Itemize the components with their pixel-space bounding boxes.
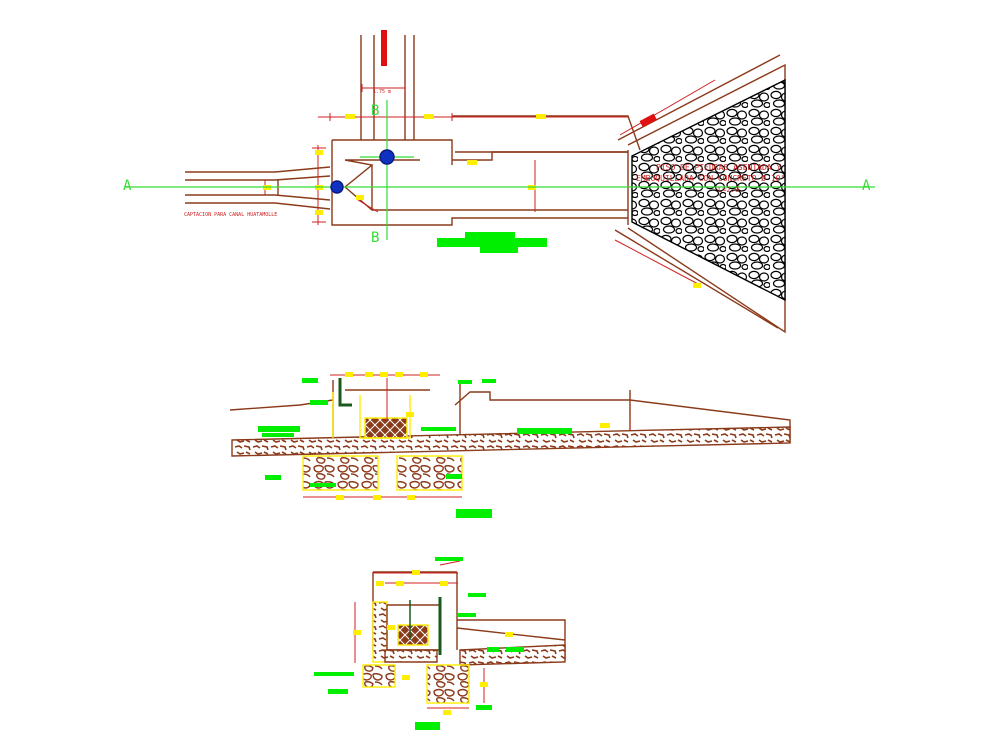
plan-title-block <box>437 232 547 253</box>
section-marker-b-top: B <box>371 103 379 119</box>
section-b-b <box>314 557 566 730</box>
section-marker-b-bottom: B <box>371 230 379 246</box>
apron-note-line1: PISO DE PIEDRAS ASENTADA Y <box>656 163 781 172</box>
grate <box>364 417 408 439</box>
foundation-left <box>362 664 396 688</box>
apron-note-line3: L=2.0 <box>718 186 739 194</box>
inlet-gate-red-bar <box>381 30 387 66</box>
rock-apron-fill <box>631 78 786 302</box>
section-marker-a-right: A <box>862 178 871 194</box>
plan-view <box>125 30 875 334</box>
valve-icon <box>330 180 344 194</box>
valve-icon <box>379 149 395 165</box>
section-a-a <box>229 372 791 518</box>
channel-width-dimension: 1.75 m <box>373 89 391 95</box>
intake-box-outline <box>331 139 628 226</box>
foundation-right <box>396 455 463 491</box>
grate <box>397 624 429 646</box>
foundation-right <box>426 664 470 704</box>
rock-bed <box>231 426 791 457</box>
apron-note-line2: EMBOQUILLADA CON CONCRETO Ø 10" <box>636 173 785 183</box>
intake-label: CAPTACION PARA CANAL HUATAMOLLE <box>184 212 277 218</box>
section-marker-a-left: A <box>123 178 132 194</box>
